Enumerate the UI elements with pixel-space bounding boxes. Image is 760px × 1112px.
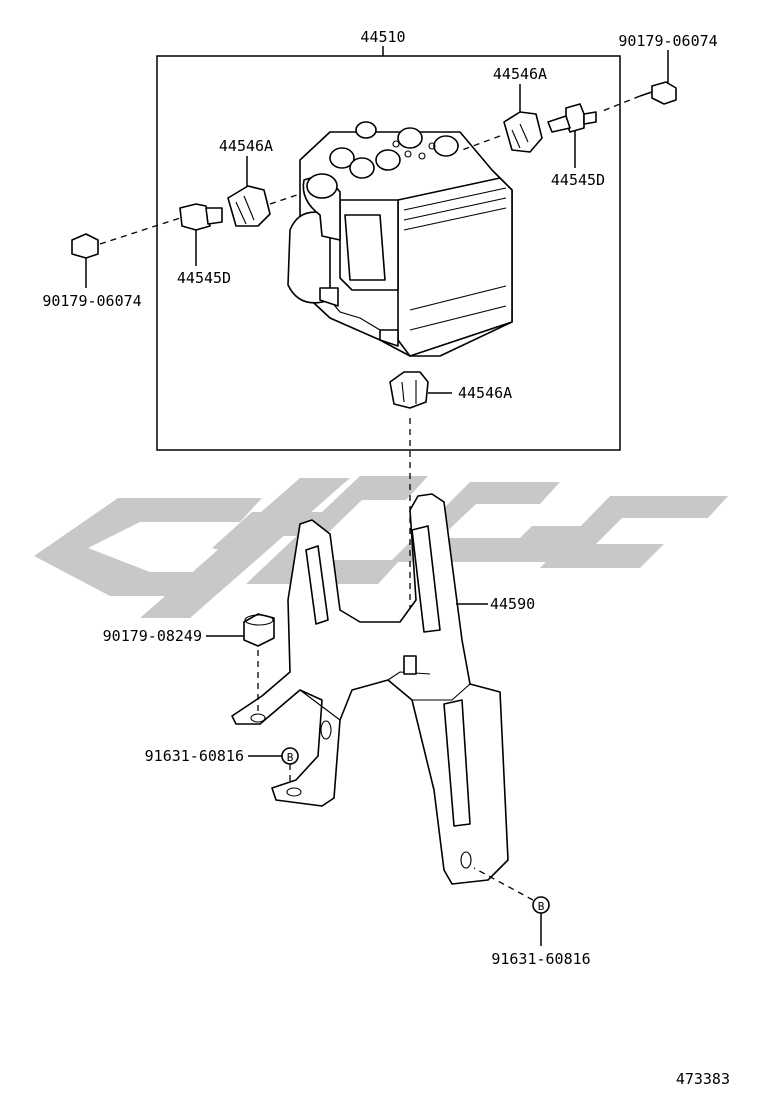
bolt-top-right <box>651 81 677 105</box>
cushion-bottom-part <box>389 371 429 654</box>
cushion-left <box>227 185 271 227</box>
label-collar-right: 44545D <box>551 171 605 189</box>
label-bolt-b-right: 91631-60816 <box>491 950 590 968</box>
label-collar-left: 44545D <box>177 269 231 287</box>
bracket-part <box>231 493 509 885</box>
label-nut: 90179-08249 <box>103 627 202 645</box>
left-mount-hardware <box>71 185 301 259</box>
b-marker-left: B <box>281 747 299 784</box>
collar-left <box>179 203 211 231</box>
label-bracket: 44590 <box>490 595 535 613</box>
b-marker-right: B <box>473 867 550 914</box>
label-bolt-top-right: 90179-06074 <box>618 32 717 50</box>
label-cushion-left: 44546A <box>219 137 273 155</box>
nut-part <box>243 613 275 714</box>
bolt-left <box>71 233 99 259</box>
label-bolt-left: 90179-06074 <box>42 292 141 310</box>
abs-actuator <box>287 121 513 357</box>
label-cushion-bottom: 44546A <box>458 384 512 402</box>
label-cushion-top: 44546A <box>493 65 547 83</box>
svg-text:B: B <box>287 751 294 764</box>
right-mount-hardware <box>461 81 677 153</box>
label-assembly: 44510 <box>360 28 405 46</box>
watermark-logo <box>34 476 728 618</box>
assembly-frame <box>156 55 621 451</box>
figure-number: 473383 <box>676 1070 730 1088</box>
label-bolt-b-left: 91631-60816 <box>145 747 244 765</box>
svg-text:B: B <box>538 900 545 913</box>
